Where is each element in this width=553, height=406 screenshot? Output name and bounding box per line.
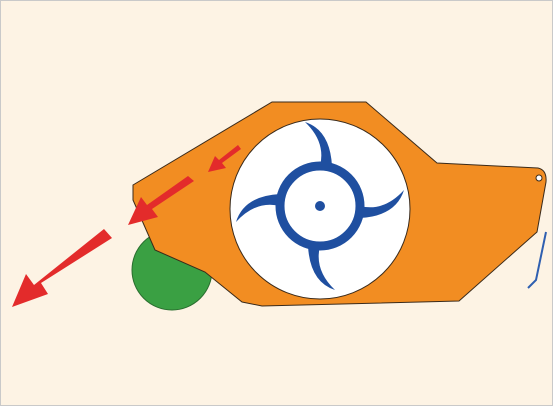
impeller-center bbox=[315, 201, 325, 211]
discharge-arrows bbox=[12, 145, 241, 307]
impeller-icon bbox=[236, 122, 404, 290]
impeller-blade-bottom bbox=[308, 246, 335, 290]
arrow-small bbox=[208, 145, 241, 172]
pivot-hole bbox=[535, 174, 543, 182]
impeller-blade-right bbox=[360, 190, 404, 218]
arrow-medium bbox=[128, 176, 194, 225]
hook-wire bbox=[527, 231, 547, 289]
arrow-large bbox=[12, 229, 112, 307]
impeller-blade-top bbox=[305, 122, 332, 166]
impeller-blade-left bbox=[236, 194, 280, 222]
